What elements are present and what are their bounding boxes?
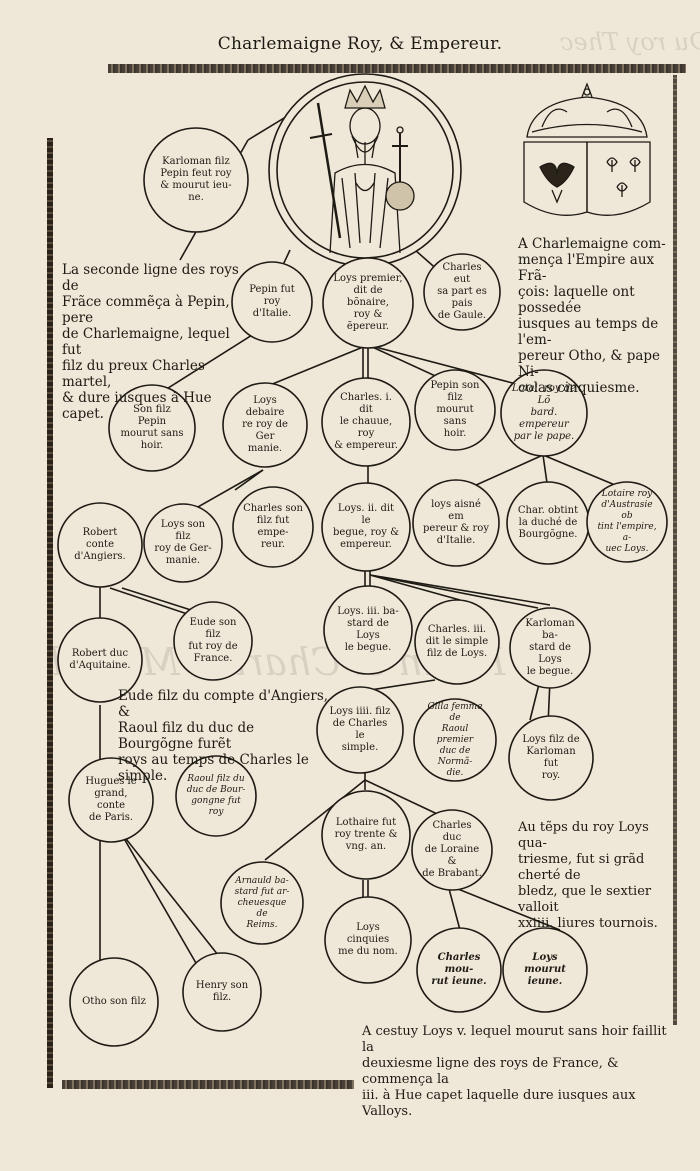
node-loys-premier: Loys premier, dit de bõnaire, roy & ẽper… [333, 273, 403, 332]
node-pepin-son-filz: Pepin son filz mourut sans hoir. [430, 380, 480, 439]
frame-border-right [673, 75, 677, 1025]
node-loys-debaire: Loys debaire re roy de Ger manie. [242, 395, 288, 454]
node-charles-gaule: Charles eut sa part es pais de Gaule. [437, 262, 487, 321]
coat-of-arms-icon [523, 82, 651, 216]
node-loys-iii: Loys. iii. ba- stard de Loys le begue. [337, 606, 399, 653]
node-gilla: Gilla femme de Raoul premier duc de Norm… [427, 701, 483, 778]
node-charles-iii: Charles. iii. dit le simple filz de Loys… [425, 624, 489, 659]
node-loys-karloman: Loys filz de Karloman fut roy. [522, 734, 580, 781]
node-loys-ii: Loys. ii. dit le begue, roy & empereur. [333, 503, 399, 550]
text-empire: A Charlemaigne com- mença l'Empire aux F… [518, 236, 666, 396]
node-robert-aquitaine: Robert duc d'Aquitaine. [69, 648, 131, 671]
text-final: A cestuy Loys v. lequel mourut sans hoir… [362, 1024, 667, 1119]
frame-border-left [47, 138, 53, 1088]
node-loys-cinquiesme: Loys cinquies me du nom. [338, 922, 398, 957]
node-eude-france: Eude son filz fut roy de France. [188, 617, 238, 664]
node-lotaire-lombard: Lotai. roy de Lõ bard. empereur par le p… [511, 383, 577, 442]
page-title: Charlemaigne Roy, & Empereur. [217, 34, 503, 54]
node-pepin-italie: Pepin fut roy d'Italie. [249, 284, 295, 319]
text-cherte: Au tẽps du roy Loys qua- triesme, fut si… [518, 820, 658, 931]
node-lotaire-austrasie: Lotaire roy d'Austrasie ob tint l'empire… [597, 489, 657, 554]
node-robert-angiers: Robert conte d'Angiers. [74, 527, 126, 562]
node-charles-chauve: Charles. i. dit le chauue, roy & empereu… [334, 392, 398, 451]
node-charles-empereur: Charles son filz fut empe- reur. [243, 503, 303, 550]
ornamental-band-bottom [62, 1080, 354, 1089]
node-arnauld: Arnauld ba- stard fut ar- cheuesque de R… [234, 875, 290, 930]
node-charles-mourut: Charles mou- rut ieune. [431, 952, 487, 987]
node-loys-germanie: Loys son filz roy de Ger- manie. [154, 519, 212, 566]
node-hugues: Hugues le grand, conte de Paris. [85, 776, 137, 823]
text-eude-raoul: Eude filz du compte d'Angiers, & Raoul f… [118, 688, 329, 784]
node-son-filz-pepin: Son filz Pepin mourut sans hoir. [120, 404, 184, 451]
node-loys-mourut: Loys mourut ieune. [524, 952, 566, 987]
node-otho: Otho son filz [82, 996, 146, 1007]
charlemagne-portrait [309, 84, 415, 254]
node-loys-aisne: loys aisné em pereur & roy d'Italie. [423, 499, 489, 546]
node-loys-iiii: Loys iiii. filz de Charles le simple. [329, 706, 391, 753]
node-karloman: Karloman filz Pepin feut roy & mourut ie… [160, 156, 232, 203]
ornamental-band-top [108, 64, 686, 73]
node-lothaire: Lothaire fut roy trente & vng. an. [334, 817, 398, 852]
node-charles-loraine: Charles duc de Loraine & de Brabant. [422, 820, 482, 879]
node-henry: Henry son filz. [195, 980, 249, 1003]
node-karloman-bastard: Karloman ba- stard de Loys le begue. [525, 618, 575, 677]
node-char-bourgogne: Char. obtint la duché de Bourgõgne. [517, 505, 579, 540]
node-raoul: Raoul filz du duc de Bour- gongne fut ro… [186, 774, 246, 817]
text-seconde-ligne: La seconde ligne des roys de Frãce commẽ… [62, 262, 239, 422]
